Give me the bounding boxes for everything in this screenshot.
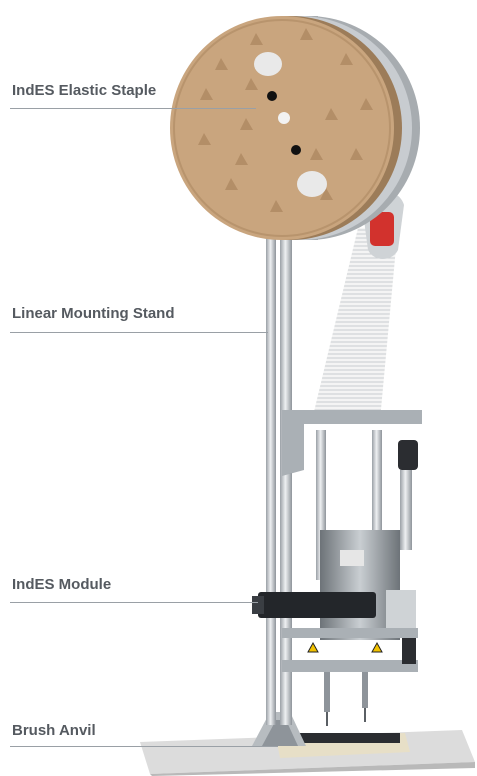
leader-line-anvil — [10, 746, 278, 747]
leader-line-staple — [10, 108, 256, 109]
label-indes-module: IndES Module — [12, 576, 112, 593]
indes-module — [252, 430, 418, 726]
leader-line-stand — [10, 332, 268, 333]
label-linear-mounting-stand: Linear Mounting Stand — [12, 305, 175, 322]
brush-anvil — [276, 733, 410, 758]
label-brush-anvil: Brush Anvil — [12, 722, 96, 739]
indes-elastic-staple-spool — [170, 16, 420, 240]
label-indes-elastic-staple: IndES Elastic Staple — [12, 82, 157, 99]
leader-line-module — [10, 602, 258, 603]
linear-mounting-stand — [266, 230, 292, 725]
staple-tape — [312, 226, 398, 420]
